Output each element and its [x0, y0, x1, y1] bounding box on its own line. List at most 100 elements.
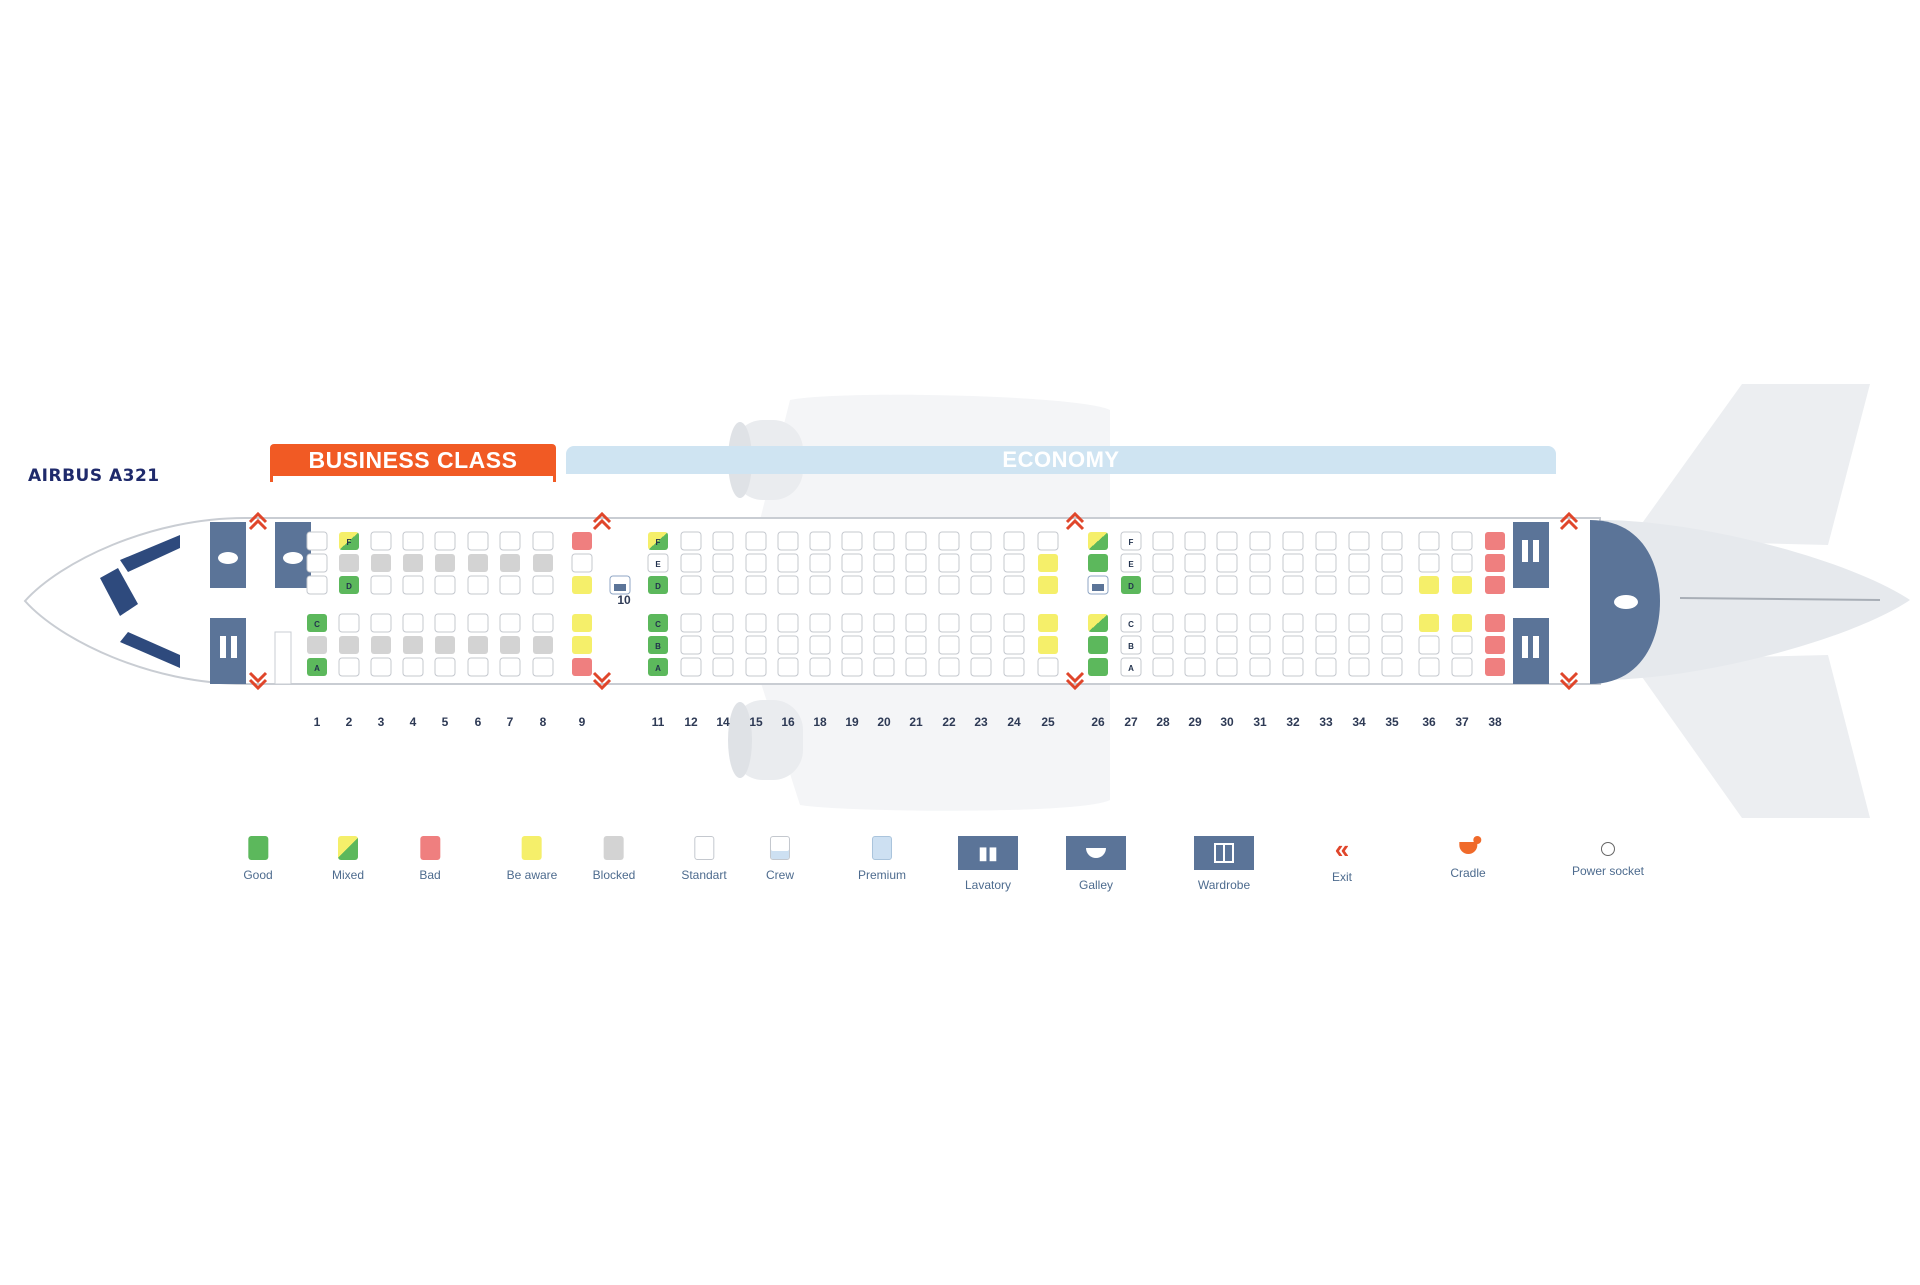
seat-1E[interactable]: [306, 553, 328, 573]
seat-21F[interactable]: [905, 531, 927, 551]
seat-33A[interactable]: [1315, 657, 1337, 677]
seat-5F[interactable]: [434, 531, 456, 551]
seat-38C[interactable]: [1485, 614, 1505, 632]
seat-9F[interactable]: [572, 532, 592, 550]
seat-37B[interactable]: [1451, 635, 1473, 655]
seat-27B[interactable]: [1120, 635, 1142, 655]
seat-30B[interactable]: [1216, 635, 1238, 655]
seat-25E[interactable]: [1038, 554, 1058, 572]
seat-4F[interactable]: [402, 531, 424, 551]
seat-32F[interactable]: [1282, 531, 1304, 551]
seat-12A[interactable]: [680, 657, 702, 677]
seat-34D[interactable]: [1348, 575, 1370, 595]
seat-31B[interactable]: [1249, 635, 1271, 655]
seat-33F[interactable]: [1315, 531, 1337, 551]
seat-9B[interactable]: [572, 636, 592, 654]
seat-11E[interactable]: [647, 553, 669, 573]
seat-26A[interactable]: [1088, 658, 1108, 676]
seat-26B[interactable]: [1088, 636, 1108, 654]
seat-14C[interactable]: [712, 613, 734, 633]
seat-28C[interactable]: [1152, 613, 1174, 633]
seat-30A[interactable]: [1216, 657, 1238, 677]
seat-31D[interactable]: [1249, 575, 1271, 595]
seat-14F[interactable]: [712, 531, 734, 551]
seat-6C[interactable]: [467, 613, 489, 633]
seat-22B[interactable]: [938, 635, 960, 655]
seat-19A[interactable]: [841, 657, 863, 677]
seat-29D[interactable]: [1184, 575, 1206, 595]
seat-8B[interactable]: [533, 636, 553, 654]
seat-8E[interactable]: [533, 554, 553, 572]
seat-27E[interactable]: [1120, 553, 1142, 573]
seat-9E[interactable]: [571, 553, 593, 573]
seat-19F[interactable]: [841, 531, 863, 551]
seat-1D[interactable]: [306, 575, 328, 595]
seat-35E[interactable]: [1381, 553, 1403, 573]
seat-25B[interactable]: [1038, 636, 1058, 654]
seat-23E[interactable]: [970, 553, 992, 573]
seat-15C[interactable]: [745, 613, 767, 633]
seat-30E[interactable]: [1216, 553, 1238, 573]
seat-31A[interactable]: [1249, 657, 1271, 677]
seat-5A[interactable]: [434, 657, 456, 677]
seat-27F[interactable]: [1120, 531, 1142, 551]
seat-1F[interactable]: [306, 531, 328, 551]
seat-4E[interactable]: [403, 554, 423, 572]
seat-20E[interactable]: [873, 553, 895, 573]
seat-37C[interactable]: [1452, 614, 1472, 632]
seat-27A[interactable]: [1120, 657, 1142, 677]
seat-8C[interactable]: [532, 613, 554, 633]
seat-38D[interactable]: [1485, 576, 1505, 594]
seat-36C[interactable]: [1419, 614, 1439, 632]
seat-16F[interactable]: [777, 531, 799, 551]
seat-26E[interactable]: [1088, 554, 1108, 572]
seat-20A[interactable]: [873, 657, 895, 677]
seat-18A[interactable]: [809, 657, 831, 677]
seat-8D[interactable]: [532, 575, 554, 595]
seat-16E[interactable]: [777, 553, 799, 573]
seat-36E[interactable]: [1418, 553, 1440, 573]
seat-32A[interactable]: [1282, 657, 1304, 677]
seat-28B[interactable]: [1152, 635, 1174, 655]
seat-30C[interactable]: [1216, 613, 1238, 633]
seat-22E[interactable]: [938, 553, 960, 573]
seat-38F[interactable]: [1485, 532, 1505, 550]
seat-3D[interactable]: [370, 575, 392, 595]
seat-3E[interactable]: [371, 554, 391, 572]
seat-1C[interactable]: [307, 614, 327, 632]
seat-9A[interactable]: [572, 658, 592, 676]
seat-24A[interactable]: [1003, 657, 1025, 677]
seat-22F[interactable]: [938, 531, 960, 551]
seat-12F[interactable]: [680, 531, 702, 551]
seat-24E[interactable]: [1003, 553, 1025, 573]
seat-14A[interactable]: [712, 657, 734, 677]
seat-27D[interactable]: [1121, 576, 1141, 594]
seat-22A[interactable]: [938, 657, 960, 677]
seat-23D[interactable]: [970, 575, 992, 595]
seat-35D[interactable]: [1381, 575, 1403, 595]
seat-4D[interactable]: [402, 575, 424, 595]
seat-22D[interactable]: [938, 575, 960, 595]
seat-23C[interactable]: [970, 613, 992, 633]
seat-23A[interactable]: [970, 657, 992, 677]
seat-12C[interactable]: [680, 613, 702, 633]
seat-24D[interactable]: [1003, 575, 1025, 595]
seat-29B[interactable]: [1184, 635, 1206, 655]
seat-3F[interactable]: [370, 531, 392, 551]
seat-21B[interactable]: [905, 635, 927, 655]
seat-35A[interactable]: [1381, 657, 1403, 677]
seat-34A[interactable]: [1348, 657, 1370, 677]
seat-37E[interactable]: [1451, 553, 1473, 573]
seat-38E[interactable]: [1485, 554, 1505, 572]
seat-2F[interactable]: [339, 532, 359, 550]
seat-15F[interactable]: [745, 531, 767, 551]
seat-5E[interactable]: [435, 554, 455, 572]
seat-9D[interactable]: [572, 576, 592, 594]
seat-29F[interactable]: [1184, 531, 1206, 551]
seat-8A[interactable]: [532, 657, 554, 677]
seat-38B[interactable]: [1485, 636, 1505, 654]
seat-21E[interactable]: [905, 553, 927, 573]
seat-27C[interactable]: [1120, 613, 1142, 633]
seat-28A[interactable]: [1152, 657, 1174, 677]
seat-11B[interactable]: [648, 636, 668, 654]
